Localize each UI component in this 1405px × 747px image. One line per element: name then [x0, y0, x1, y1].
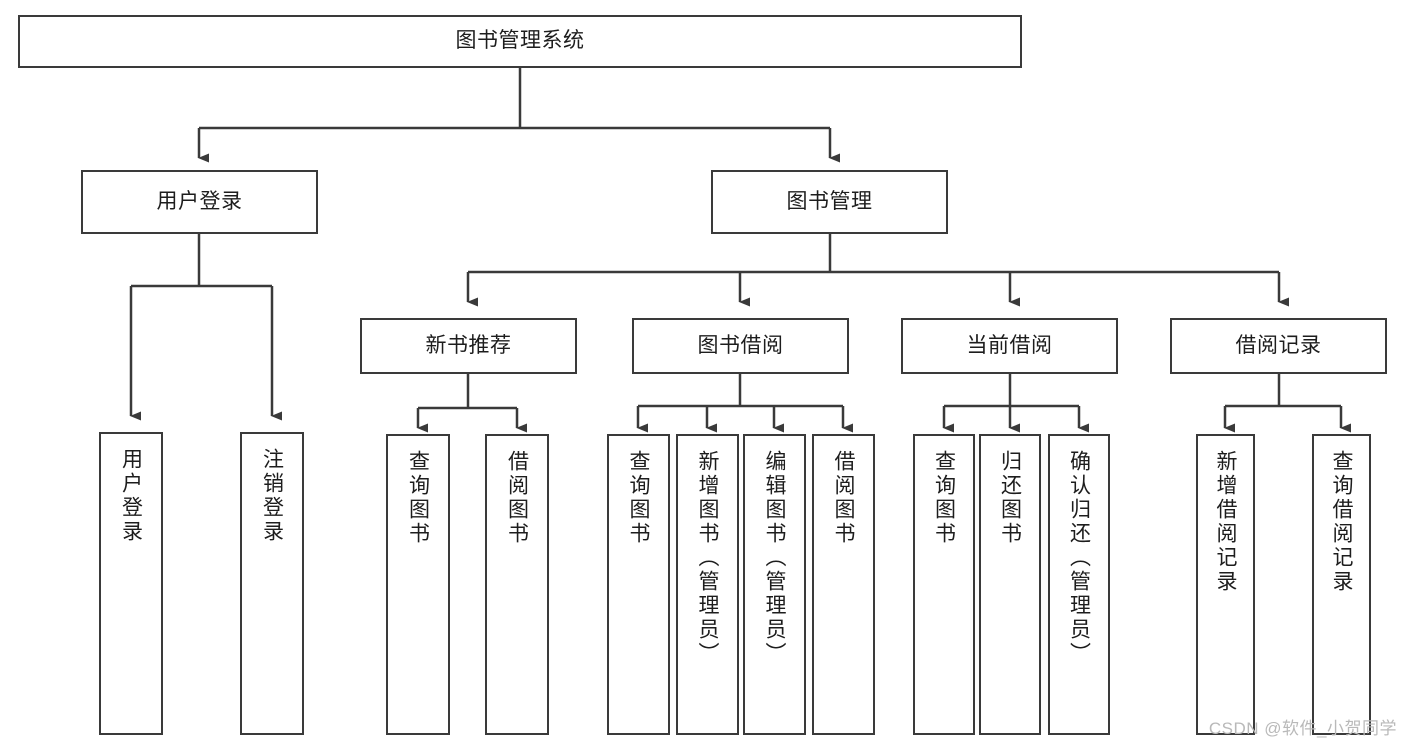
leaf-borrow-books[interactable]: 借阅图书	[812, 434, 875, 735]
node-label: 借阅图书	[832, 450, 855, 546]
node-user-login[interactable]: 用户登录	[81, 170, 318, 234]
node-label: 用户登录	[119, 448, 143, 544]
node-label: 图书管理系统	[455, 29, 585, 53]
leaf-return-books[interactable]: 归还图书	[979, 434, 1041, 735]
node-label: 借阅图书	[505, 450, 529, 546]
node-current-borrowing[interactable]: 当前借阅	[901, 318, 1118, 374]
node-label: 查询图书	[406, 450, 430, 546]
leaf-user-login[interactable]: 用户登录	[99, 432, 163, 735]
node-label: 新增借阅记录	[1214, 450, 1237, 594]
node-label: 图书管理	[786, 189, 873, 213]
node-label: 图书借阅	[697, 333, 784, 357]
node-label: 注销登录	[260, 448, 284, 544]
node-label: 确认归还（管理员）	[1067, 450, 1091, 666]
leaf-borrow-books-new[interactable]: 借阅图书	[485, 434, 549, 735]
node-label: 用户登录	[156, 189, 243, 213]
leaf-add-book-admin[interactable]: 新增图书（管理员）	[676, 434, 739, 735]
node-label: 新书推荐	[425, 333, 512, 357]
node-label: 查询图书	[932, 450, 956, 546]
node-label: 归还图书	[998, 450, 1022, 546]
node-label: 编辑图书（管理员）	[763, 450, 786, 666]
node-label: 查询图书	[627, 450, 650, 546]
leaf-query-books-borrow[interactable]: 查询图书	[607, 434, 670, 735]
node-label: 查询借阅记录	[1330, 450, 1353, 594]
node-borrow-records[interactable]: 借阅记录	[1170, 318, 1387, 374]
leaf-query-books-new[interactable]: 查询图书	[386, 434, 450, 735]
leaf-add-borrow-record[interactable]: 新增借阅记录	[1196, 434, 1255, 735]
node-label: 借阅记录	[1235, 333, 1322, 357]
node-book-borrowing[interactable]: 图书借阅	[632, 318, 849, 374]
watermark: CSDN @软件_小贺同学	[1208, 719, 1397, 738]
leaf-logout[interactable]: 注销登录	[240, 432, 304, 735]
leaf-edit-book-admin[interactable]: 编辑图书（管理员）	[743, 434, 806, 735]
node-label: 当前借阅	[966, 333, 1053, 357]
leaf-query-borrow-record[interactable]: 查询借阅记录	[1312, 434, 1371, 735]
node-root-book-management-system[interactable]: 图书管理系统	[18, 15, 1022, 68]
node-label: 新增图书（管理员）	[696, 450, 719, 666]
leaf-confirm-return-admin[interactable]: 确认归还（管理员）	[1048, 434, 1110, 735]
leaf-query-books-current[interactable]: 查询图书	[913, 434, 975, 735]
node-new-book-recommendation[interactable]: 新书推荐	[360, 318, 577, 374]
node-book-management[interactable]: 图书管理	[711, 170, 948, 234]
